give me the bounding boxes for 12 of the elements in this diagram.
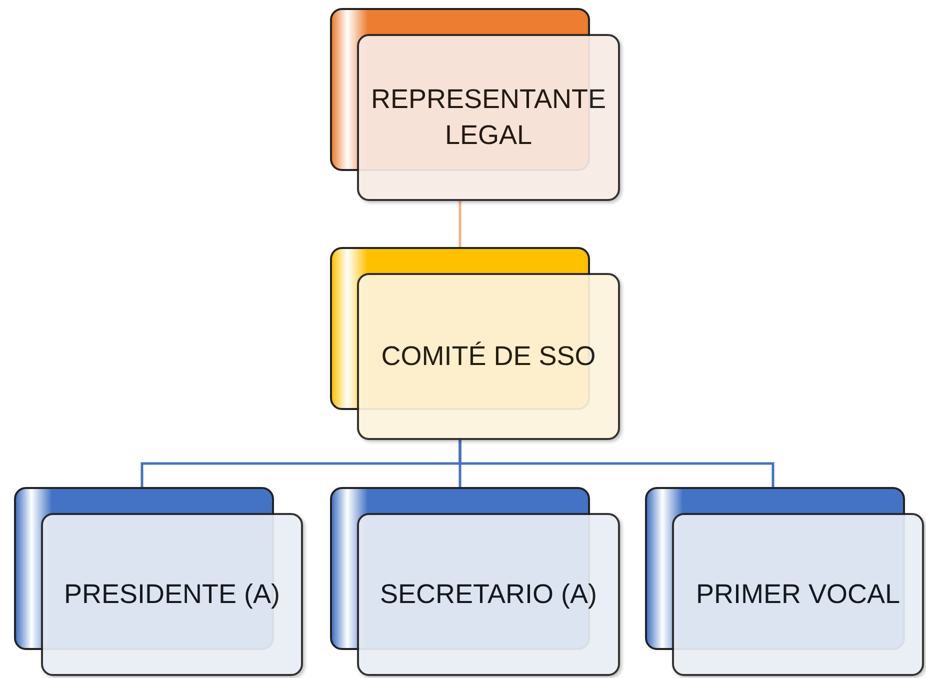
role-title: REPRESENTANTE LEGAL [370, 83, 608, 152]
org-chart-box [330, 247, 620, 440]
connector-line [458, 440, 774, 487]
role-title: PRIMER VOCAL [696, 578, 900, 611]
org-chart-box [330, 487, 620, 676]
org-chart-box [330, 8, 620, 201]
role-title: PRESIDENTE (A) [64, 578, 280, 611]
org-chart-box [645, 487, 924, 676]
org-chart-box [14, 487, 303, 676]
role-title: SECRETARIO (A) [380, 578, 597, 611]
role-title: COMITÉ DE SSO [381, 340, 596, 373]
connector-line [458, 201, 462, 247]
